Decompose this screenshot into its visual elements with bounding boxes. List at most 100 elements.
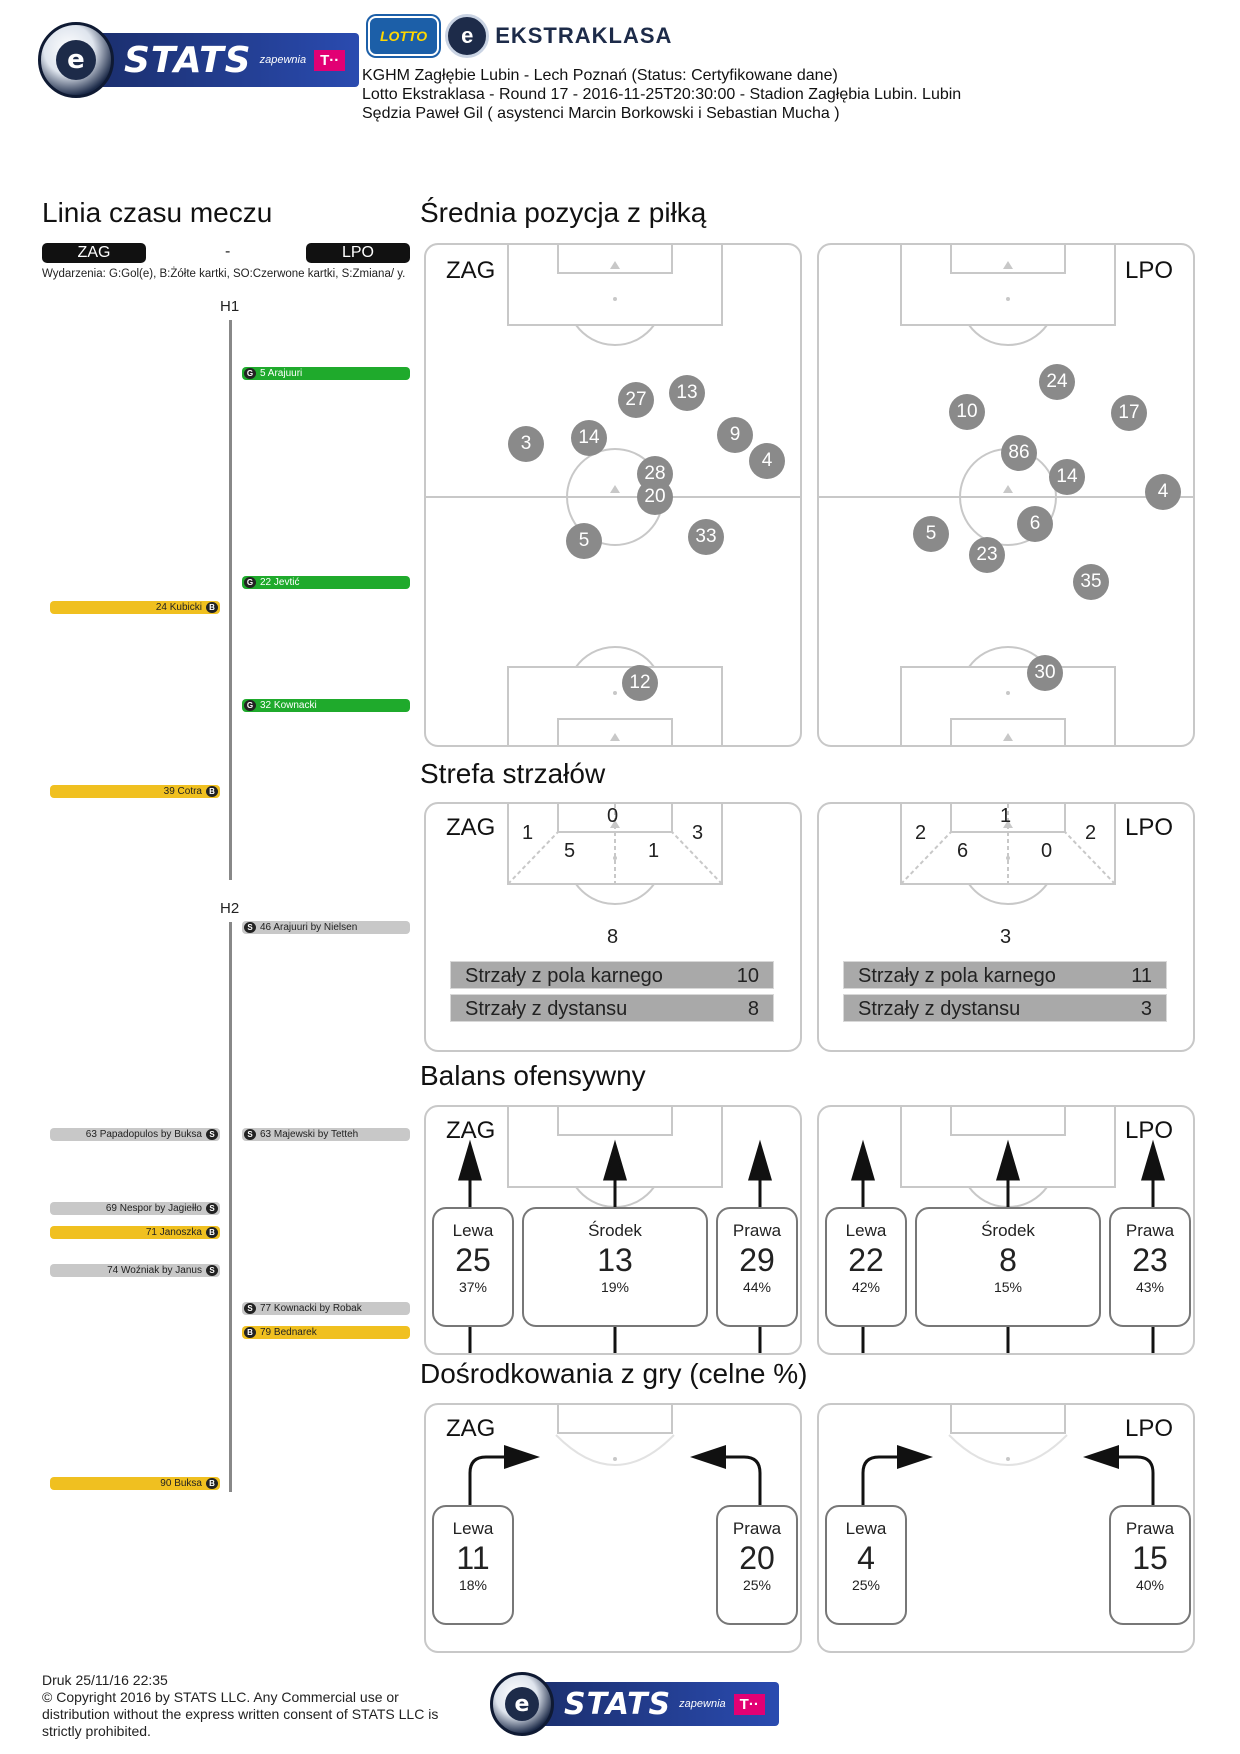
attack-right-label: Prawa — [1125, 1221, 1175, 1240]
timeline-event: 63 Papadopulos by Buksa S — [50, 1128, 220, 1141]
cross-right-value: 15 — [1132, 1540, 1168, 1576]
cross-left-value: 4 — [857, 1540, 875, 1576]
player-marker: 14 — [571, 420, 607, 456]
arrow-right-icon — [504, 1445, 540, 1469]
player-marker: 17 — [1111, 395, 1147, 431]
cross-right-label: Prawa — [1125, 1519, 1175, 1538]
attack-right-box: Prawa 23 43% — [1109, 1207, 1191, 1327]
event-type-badge: G — [244, 577, 256, 588]
timeline-event-text: 32 Kownacki — [260, 700, 317, 711]
attack-center-value: 13 — [597, 1242, 633, 1278]
cross-left-pct: 18% — [458, 1577, 488, 1593]
cross-right-box: Prawa 15 40% — [1109, 1505, 1191, 1625]
distance-shots-bar: Strzały z dystansu 8 — [450, 994, 774, 1022]
player-marker: 35 — [1073, 564, 1109, 600]
box-shots-bar: Strzały z pola karnego 10 — [450, 961, 774, 989]
attack-balance-home-team: ZAG — [446, 1117, 496, 1144]
attack-center-pct: 19% — [600, 1279, 630, 1295]
attack-left-pct: 37% — [458, 1279, 488, 1295]
zone-left-inner: 6 — [957, 840, 969, 862]
stats-logo: e STATS zapewnia T·· — [38, 22, 360, 98]
tmobile-logo: T·· — [733, 1693, 765, 1715]
timeline-event-text: 77 Kownacki by Robak — [260, 1303, 362, 1314]
timeline-title: Linia czasu meczu — [42, 197, 273, 228]
arrow-up-icon — [995, 1139, 1021, 1181]
event-type-badge: G — [244, 368, 256, 379]
arrow-up-icon — [850, 1139, 876, 1181]
timeline-event: 69 Nespor by Jagiełło S — [50, 1202, 220, 1215]
stats-logo-sub: zapewnia — [679, 1698, 726, 1710]
match-referees: Sędzia Paweł Gil ( asystenci Marcin Bork… — [362, 105, 840, 122]
attack-center-box: Środek 13 19% — [522, 1207, 708, 1327]
zone-right-inner: 0 — [1041, 840, 1053, 862]
cross-left-value: 11 — [456, 1540, 490, 1576]
lotto-logo: LOTTO — [368, 16, 440, 56]
cross-right-box: Prawa 20 25% — [716, 1505, 798, 1625]
timeline-separator: - — [225, 243, 231, 260]
footer-stats-logo: e STATS zapewnia T·· — [490, 1672, 779, 1736]
arrow-left-icon — [1083, 1445, 1119, 1469]
shot-zone-pitch-svg — [900, 804, 1116, 906]
arrow-up-icon — [457, 1139, 483, 1181]
timeline-event-text: 69 Nespor by Jagiełło — [105, 1203, 202, 1214]
crosses-home-panel: ZAG Lewa 11 18% Prawa 20 25% — [424, 1403, 802, 1653]
player-marker: 10 — [949, 394, 985, 430]
timeline-axis-h2 — [229, 922, 232, 1492]
attack-center-pct: 15% — [993, 1279, 1023, 1295]
zone-left-wide: 2 — [915, 822, 927, 844]
event-type-badge: B — [206, 1227, 218, 1238]
timeline-event-text: 74 Woźniak by Janus — [107, 1265, 202, 1276]
player-marker: 5 — [913, 516, 949, 552]
attack-left-label: Lewa — [845, 1221, 887, 1240]
stats-logo-word: STATS — [124, 39, 252, 81]
print-date: Druk 25/11/16 22:35 — [42, 1672, 168, 1688]
crosses-title: Dośrodkowania z gry (celne %) — [420, 1358, 808, 1389]
ekstraklasa-ball-icon: e — [490, 1672, 554, 1736]
timeline-away-team: LPO — [306, 243, 410, 263]
zone-center-top: 0 — [607, 805, 619, 827]
zone-right-wide: 2 — [1085, 822, 1097, 844]
attack-left-box: Lewa 25 37% — [432, 1207, 514, 1327]
stats-logo-word: STATS — [564, 1686, 672, 1722]
distance-shots-bar: Strzały z dystansu 3 — [843, 994, 1167, 1022]
attack-right-pct: 44% — [742, 1279, 772, 1295]
timeline-event-text: 46 Arajuuri by Nielsen — [260, 922, 358, 933]
player-marker: 4 — [749, 443, 785, 479]
zone-left-inner: 5 — [564, 840, 576, 862]
event-type-badge: S — [206, 1129, 218, 1140]
arrow-up-icon — [602, 1139, 628, 1181]
zone-center-top: 1 — [1000, 805, 1012, 827]
player-marker: 20 — [637, 479, 673, 515]
attack-left-value: 25 — [455, 1242, 491, 1278]
attack-center-box: Środek 8 15% — [915, 1207, 1101, 1327]
box-shots-bar: Strzały z pola karnego 11 — [843, 961, 1167, 989]
player-marker: 14 — [1049, 459, 1085, 495]
attack-center-label: Środek — [588, 1221, 642, 1240]
timeline-home-team: ZAG — [42, 243, 146, 263]
crosses-away-team: LPO — [1124, 1415, 1173, 1442]
arrow-up-icon — [1140, 1139, 1166, 1181]
zone-left-wide: 1 — [522, 822, 534, 844]
attack-right-label: Prawa — [732, 1221, 782, 1240]
attack-balance-home-panel: ZAG Lewa 25 37% Środek 13 19% Prawa 29 4… — [424, 1105, 802, 1355]
box-shots-value: 10 — [736, 965, 759, 987]
zone-outside: 3 — [1000, 926, 1012, 948]
avg-position-title: Średnia pozycja z piłką — [420, 197, 707, 228]
cross-right-value: 20 — [739, 1540, 775, 1576]
timeline-h2-label: H2 — [220, 900, 240, 917]
cross-right-pct: 25% — [742, 1577, 772, 1593]
event-type-badge: S — [206, 1203, 218, 1214]
ekstraklasa-name: EKSTRAKLASA — [495, 23, 673, 48]
timeline-event-text: 63 Papadopulos by Buksa — [85, 1129, 202, 1140]
match-title: KGHM Zagłębie Lubin - Lech Poznań (Statu… — [362, 67, 838, 84]
event-type-badge: B — [244, 1327, 256, 1338]
